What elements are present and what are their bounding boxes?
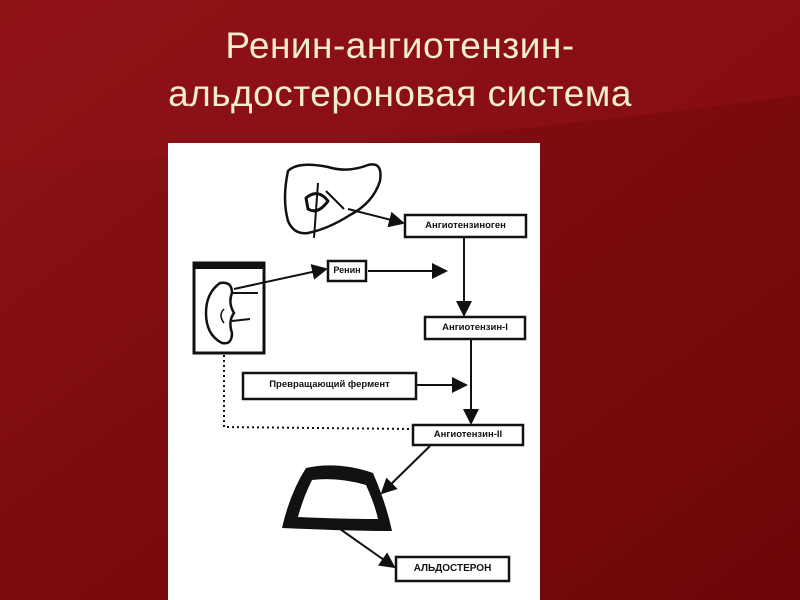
raas-diagram	[192, 163, 528, 583]
kidney-icon	[192, 261, 266, 355]
adrenal-to-aldosterone-arrow	[339, 528, 396, 569]
slide-title: Ренин-ангиотензин- альдостероновая систе…	[0, 22, 800, 118]
angiotensin-2-label: Ангиотензин-II	[433, 429, 503, 440]
angiotensin-1-box	[423, 315, 527, 341]
angiotensin-2-box	[411, 423, 525, 447]
diagram-panel: Ангиотензиноген Ренин Ангиотензин-I Прев…	[168, 143, 540, 600]
liver-to-angiotensinogen-arrow	[347, 208, 405, 228]
angiotensinogen-label: Ангиотензиноген	[425, 220, 506, 231]
aldosterone-label: АЛЬДОСТЕРОН	[413, 563, 492, 574]
angiotensin-1-label: Ангиотензин-I	[442, 322, 508, 333]
kidney-to-angiotensin-2-dotted-line	[223, 355, 412, 430]
kidney-to-renin-arrow	[233, 264, 328, 290]
liver-icon	[283, 163, 382, 239]
converting-enzyme-box	[241, 371, 418, 401]
renin-label: Ренин	[333, 265, 361, 275]
converting-enzyme-label: Превращающий фермент	[269, 379, 390, 390]
angiotensinogen-box	[403, 213, 528, 239]
slide-title-line-1: Ренин-ангиотензин-	[225, 25, 575, 66]
slide-title-line-2: альдостероновая система	[168, 73, 632, 114]
renin-box	[326, 259, 368, 283]
angiotensin-2-to-adrenal-arrow	[380, 445, 431, 495]
aldosterone-box	[394, 555, 511, 583]
adrenal-gland-icon	[282, 465, 392, 531]
